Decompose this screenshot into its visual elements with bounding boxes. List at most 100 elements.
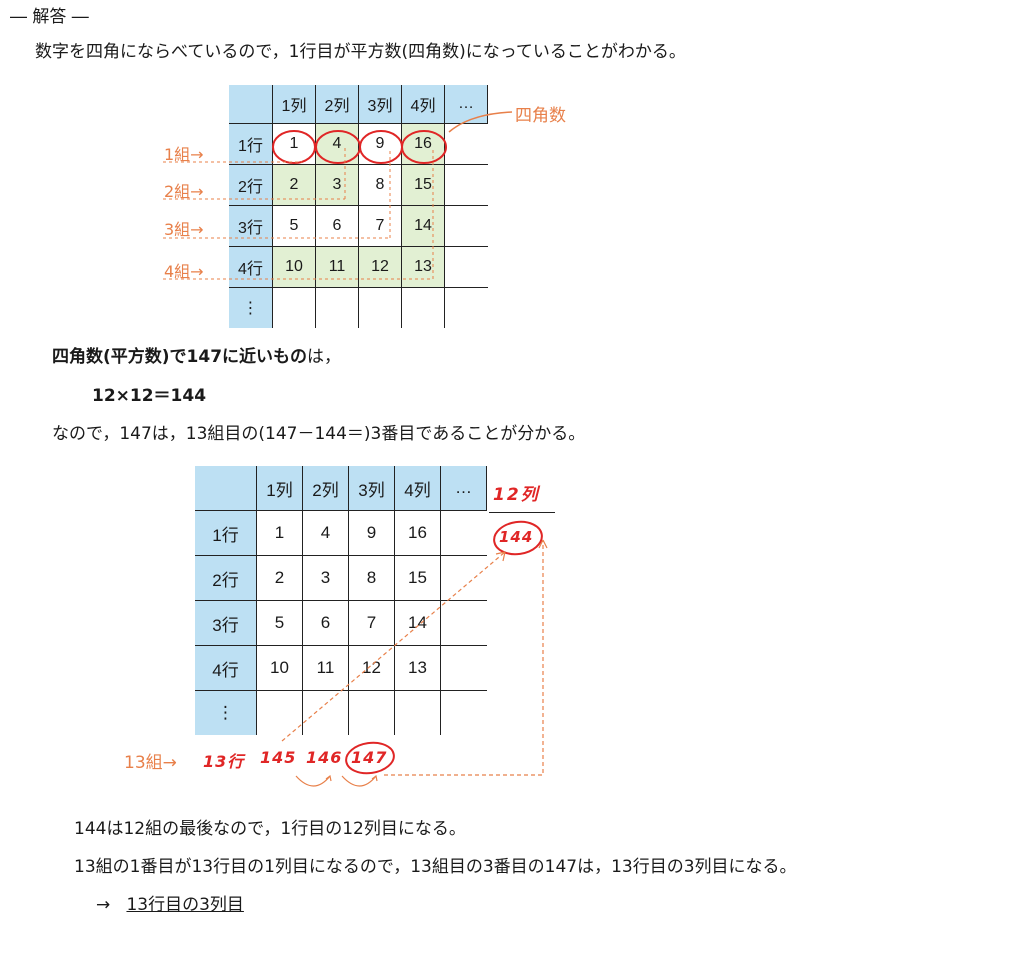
answer-line: → 13行目の3列目 bbox=[96, 894, 244, 916]
explanation-147: 13組の1番目が13行目の1列目になるので，13組目の3番目の147は，13行目… bbox=[74, 857, 797, 877]
group-label-4: 4組→ bbox=[164, 262, 204, 281]
table-cell: 9 bbox=[358, 123, 402, 165]
table-cell: 4 bbox=[302, 510, 349, 556]
step-arrow-2 bbox=[341, 775, 377, 787]
equation-text: 12×12＝144 bbox=[92, 386, 207, 406]
table-cell bbox=[445, 288, 488, 329]
closest-square-bold: 四角数(平方数)で147に近いもの bbox=[52, 347, 308, 367]
table-cell bbox=[440, 555, 487, 601]
group-label-3: 3組→ bbox=[164, 220, 204, 239]
table-cell: 7 bbox=[348, 600, 395, 646]
group13-label: 13組→ bbox=[124, 753, 177, 773]
table-cell bbox=[440, 645, 487, 691]
diagonal-arrowhead bbox=[495, 551, 506, 562]
table-row: 4行 10 11 12 13 bbox=[195, 645, 487, 691]
table-cell: 11 bbox=[315, 246, 359, 288]
table-cell: 6 bbox=[302, 600, 349, 646]
table-row: 1行 1 4 9 16 bbox=[229, 123, 488, 165]
table-cell: 16 bbox=[394, 510, 441, 556]
table-cell: 2 bbox=[256, 555, 303, 601]
col12-label: 12列 bbox=[493, 485, 540, 505]
row-header: 2行 bbox=[195, 555, 257, 601]
col-header-more: … bbox=[444, 85, 488, 124]
table-cell: 14 bbox=[394, 600, 441, 646]
table-cell bbox=[348, 690, 395, 735]
corner-cell bbox=[195, 466, 257, 511]
answer-text: 13行目の3列目 bbox=[126, 895, 244, 915]
table-cell bbox=[444, 205, 488, 247]
row-header: 3行 bbox=[195, 600, 257, 646]
col-header: 3列 bbox=[358, 85, 402, 124]
group-label-2: 2組→ bbox=[164, 182, 204, 201]
col-header: 1列 bbox=[256, 466, 303, 511]
table-cell: 9 bbox=[348, 510, 395, 556]
table-cell bbox=[272, 287, 316, 328]
table-cell: 15 bbox=[401, 164, 445, 206]
row-header: 4行 bbox=[229, 246, 273, 288]
table-cell: 3 bbox=[315, 164, 359, 206]
table-cell bbox=[401, 287, 445, 328]
table-cell: 16 bbox=[401, 123, 445, 165]
step-arrowhead-2 bbox=[371, 774, 378, 782]
seq-145: 145 bbox=[260, 748, 297, 767]
corner-cell bbox=[229, 85, 273, 124]
table-cell: 5 bbox=[272, 205, 316, 247]
table-cell bbox=[394, 690, 441, 735]
seq-147: 147 bbox=[351, 748, 388, 767]
table-cell bbox=[441, 691, 487, 736]
table-cell bbox=[444, 246, 488, 288]
row-header: 3行 bbox=[229, 205, 273, 247]
number-table-1: 1列 2列 3列 4列 … 1行 1 4 9 16 2行 2 3 8 15 3行… bbox=[229, 85, 488, 328]
row13-label: 13行 bbox=[203, 752, 245, 771]
table-cell bbox=[358, 287, 402, 328]
table-cell bbox=[256, 690, 303, 735]
table-cell: 6 bbox=[315, 205, 359, 247]
col-header: 2列 bbox=[302, 466, 349, 511]
row-header-more: ⋮ bbox=[229, 287, 273, 328]
table-row: ⋮ bbox=[229, 287, 488, 329]
number-table-2: 1列 2列 3列 4列 … 1行 1 4 9 16 2行 2 3 8 1 5 3行… bbox=[195, 466, 487, 735]
col-header-more: … bbox=[440, 466, 487, 511]
table-row: 1行 1 4 9 16 bbox=[195, 510, 487, 556]
solution-heading: ― 解答 ― bbox=[10, 7, 89, 27]
table-cell bbox=[302, 690, 349, 735]
table-cell: 1 bbox=[272, 123, 316, 165]
row-header: 2行 bbox=[229, 164, 273, 206]
col-header: 1列 bbox=[272, 85, 316, 124]
table-cell bbox=[315, 287, 359, 328]
closest-square-text: 四角数(平方数)で147に近いものは， bbox=[52, 346, 341, 368]
table-cell: 12 bbox=[348, 645, 395, 691]
explanation-144: 144は12組の最後なので，1行目の12列目になる。 bbox=[74, 819, 466, 839]
table-cell bbox=[440, 600, 487, 646]
table-cell: 11 bbox=[302, 645, 349, 691]
table-cell: 8 bbox=[348, 555, 395, 601]
seq-146: 146 bbox=[306, 748, 343, 767]
row-header-more: ⋮ bbox=[195, 690, 257, 735]
table-cell: 10 bbox=[256, 645, 303, 691]
table-cell bbox=[444, 164, 488, 206]
table-cell: 4 bbox=[315, 123, 359, 165]
col-header: 2列 bbox=[315, 85, 359, 124]
col12-rule bbox=[489, 512, 555, 513]
table-cell: 3 bbox=[302, 555, 349, 601]
table-cell: 7 bbox=[358, 205, 402, 247]
table-row: 4行 10 11 12 13 bbox=[229, 246, 488, 288]
table-cell bbox=[444, 123, 488, 165]
table-cell: 13 bbox=[401, 246, 445, 288]
table-cell: 5 bbox=[256, 600, 303, 646]
row-header: 1行 bbox=[229, 123, 273, 165]
col-header: 4列 bbox=[394, 466, 441, 511]
table-row: ⋮ bbox=[195, 690, 487, 736]
row-header: 1行 bbox=[195, 510, 257, 556]
square-number-label: 四角数 bbox=[515, 106, 566, 126]
table-cell: 8 bbox=[358, 164, 402, 206]
table-row: 3行 5 6 7 14 bbox=[229, 205, 488, 247]
table-cell: 10 bbox=[272, 246, 316, 288]
table-cell: 2 bbox=[272, 164, 316, 206]
answer-arrow: → bbox=[96, 895, 111, 915]
col-header: 4列 bbox=[401, 85, 445, 124]
table-cell: 1 bbox=[256, 510, 303, 556]
table-header-row: 1列 2列 3列 4列 … bbox=[195, 466, 487, 511]
table-cell: 14 bbox=[401, 205, 445, 247]
group-explanation: なので，147は，13組目の(147－144＝)3番目であることが分かる。 bbox=[52, 424, 586, 444]
